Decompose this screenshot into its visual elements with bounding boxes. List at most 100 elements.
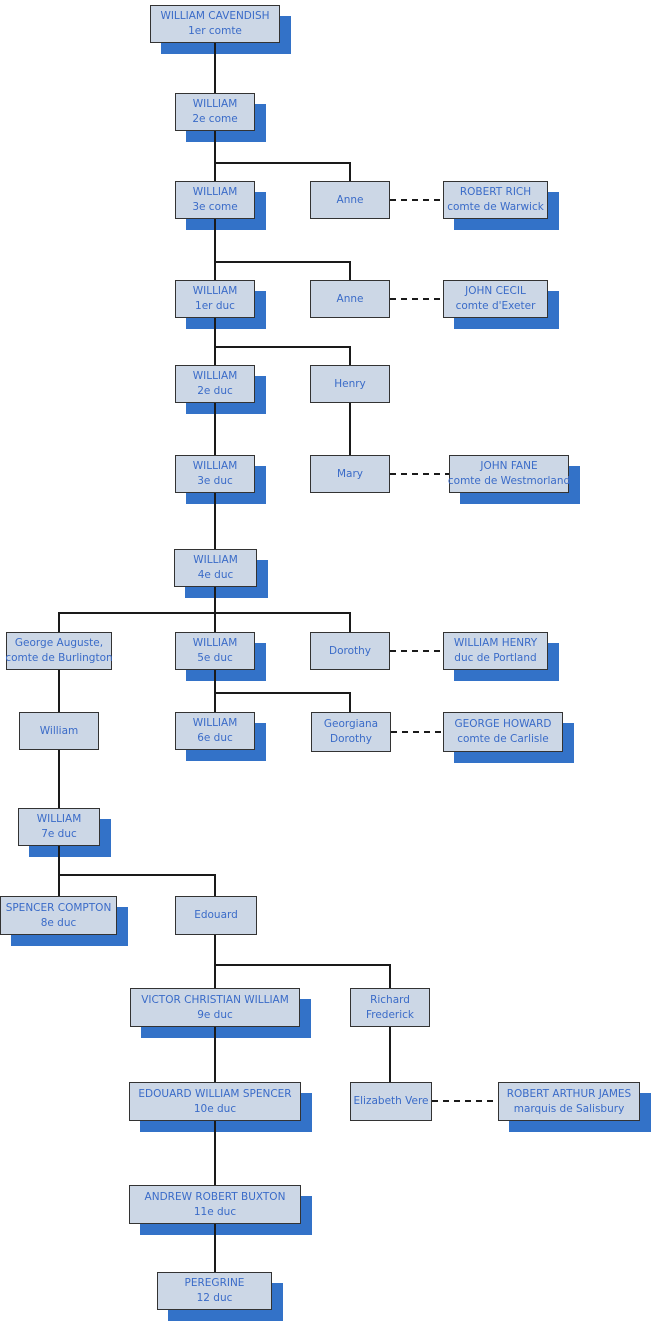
sibling-branch-line [214, 692, 351, 694]
descent-connector-line [349, 403, 351, 455]
descent-connector-line [214, 1224, 216, 1272]
person-node-edouard: Edouard [175, 896, 257, 935]
marriage-dashed-line [390, 650, 443, 652]
person-node-william-henry-portland: WILLIAM HENRY duc de Portland [443, 632, 548, 670]
person-name: Dorothy [328, 644, 371, 657]
marriage-dashed-line [390, 473, 449, 475]
person-name: WILLIAM [192, 637, 238, 649]
descent-connector-line [349, 693, 351, 712]
person-node-andrew-robert-buxton-11e-duc: ANDREW ROBERT BUXTON 11e duc [129, 1185, 301, 1224]
marriage-dashed-line [432, 1100, 498, 1102]
person-title: comte de Carlisle [457, 733, 549, 745]
descent-connector-line [58, 613, 60, 632]
sibling-branch-line [214, 162, 351, 164]
person-name: JOHN FANE [480, 460, 538, 472]
person-name: ROBERT RICH [459, 186, 532, 198]
sibling-branch-line [58, 612, 351, 614]
descent-connector-line [214, 403, 216, 455]
marriage-dashed-line [391, 731, 443, 733]
person-node-mary: Mary [310, 455, 390, 493]
descent-connector-line [349, 262, 351, 280]
person-name: Mary [336, 467, 364, 480]
person-name: Georgiana [323, 718, 379, 730]
sibling-branch-line [214, 346, 351, 348]
person-title: 4e duc [197, 569, 234, 581]
person-name: ANDREW ROBERT BUXTON [144, 1190, 286, 1203]
person-name: WILLIAM CAVENDISH [160, 10, 270, 22]
descent-connector-line [349, 163, 351, 181]
person-title: comte de Burlington [5, 652, 113, 664]
person-node-george-auguste-burlington: George Auguste,comte de Burlington [5, 632, 113, 670]
person-node-henry: Henry [310, 365, 390, 403]
sibling-branch-line [58, 874, 216, 876]
person-title: 9e duc [197, 1008, 233, 1021]
person-title: 2e duc [197, 385, 233, 397]
sibling-branch-line [214, 964, 391, 966]
person-node-robert-arthur-james-salisbury: ROBERT ARTHUR JAMES marquis de Salisbury [498, 1082, 640, 1121]
person-title: Frederick [365, 1008, 415, 1021]
person-name: WILLIAM [193, 554, 238, 566]
person-node-william-2e-duc: WILLIAM 2e duc [175, 365, 255, 403]
descent-connector-line [58, 670, 60, 712]
descent-connector-line [214, 875, 216, 896]
person-node-william-son-of-burlington: William [19, 712, 99, 750]
descent-connector-line [58, 846, 60, 896]
person-name: Richard [370, 993, 410, 1006]
sibling-branch-line [214, 261, 351, 263]
person-node-william-5e-duc: WILLIAM 5e duc [175, 632, 255, 670]
person-title: duc de Portland [454, 652, 537, 664]
person-node-dorothy: Dorothy [310, 632, 390, 670]
descent-connector-line [389, 965, 391, 988]
descent-connector-line [214, 131, 216, 181]
person-title: comte de Westmorland [447, 475, 571, 487]
person-name: ROBERT ARTHUR JAMES [506, 1087, 632, 1100]
person-node-anne-warwick: Anne [310, 181, 390, 219]
person-node-william-4e-duc: WILLIAM 4e duc [174, 549, 257, 587]
person-node-john-cecil: JOHN CECIL comte d'Exeter [443, 280, 548, 318]
person-name: Henry [334, 377, 366, 390]
person-name: JOHN CECIL [465, 285, 526, 297]
marriage-dashed-line [390, 199, 443, 201]
person-title: 1er duc [195, 300, 235, 312]
descent-connector-line [349, 613, 351, 632]
person-name: Edouard [194, 909, 238, 921]
person-title: Dorothy [329, 733, 372, 745]
person-name: PEREGRINE [184, 1277, 245, 1289]
descent-connector-line [214, 493, 216, 549]
person-title: 11e duc [193, 1205, 237, 1218]
person-title: marquis de Salisbury [513, 1102, 625, 1115]
person-title: 12 duc [196, 1292, 233, 1304]
person-name: WILLIAM [192, 285, 238, 297]
person-name: WILLIAM [192, 717, 238, 729]
person-title: 7e duc [41, 828, 77, 840]
person-title: 10e duc [193, 1102, 237, 1115]
person-title: comte d'Exeter [455, 300, 536, 312]
person-node-robert-rich: ROBERT RICH comte de Warwick [443, 181, 548, 219]
descent-connector-line [214, 1027, 216, 1082]
person-name: Elizabeth Vere [353, 1095, 429, 1107]
descent-connector-line [214, 1121, 216, 1185]
person-node-william-6e-duc: WILLIAM 6e duc [175, 712, 255, 750]
person-name: EDOUARD WILLIAM SPENCER [138, 1087, 292, 1100]
descent-connector-line [214, 219, 216, 280]
person-node-peregrine-12-duc: PEREGRINE 12 duc [157, 1272, 272, 1310]
person-name: WILLIAM HENRY [453, 637, 538, 649]
person-title: 3e come [192, 201, 238, 213]
person-title: comte de Warwick [447, 201, 544, 213]
person-node-edouard-william-spencer-10e-duc: EDOUARD WILLIAM SPENCER 10e duc [129, 1082, 301, 1121]
person-name: WILLIAM [192, 98, 238, 110]
person-title: 5e duc [197, 652, 233, 664]
descent-connector-line [214, 935, 216, 988]
person-name: Anne [336, 193, 364, 206]
person-node-john-fane: JOHN FANE comte de Westmorland [447, 455, 571, 493]
descent-connector-line [389, 1027, 391, 1082]
person-name: WILLIAM [192, 370, 238, 382]
person-title: 6e duc [197, 732, 233, 744]
person-name: GEORGE HOWARD [454, 718, 552, 730]
